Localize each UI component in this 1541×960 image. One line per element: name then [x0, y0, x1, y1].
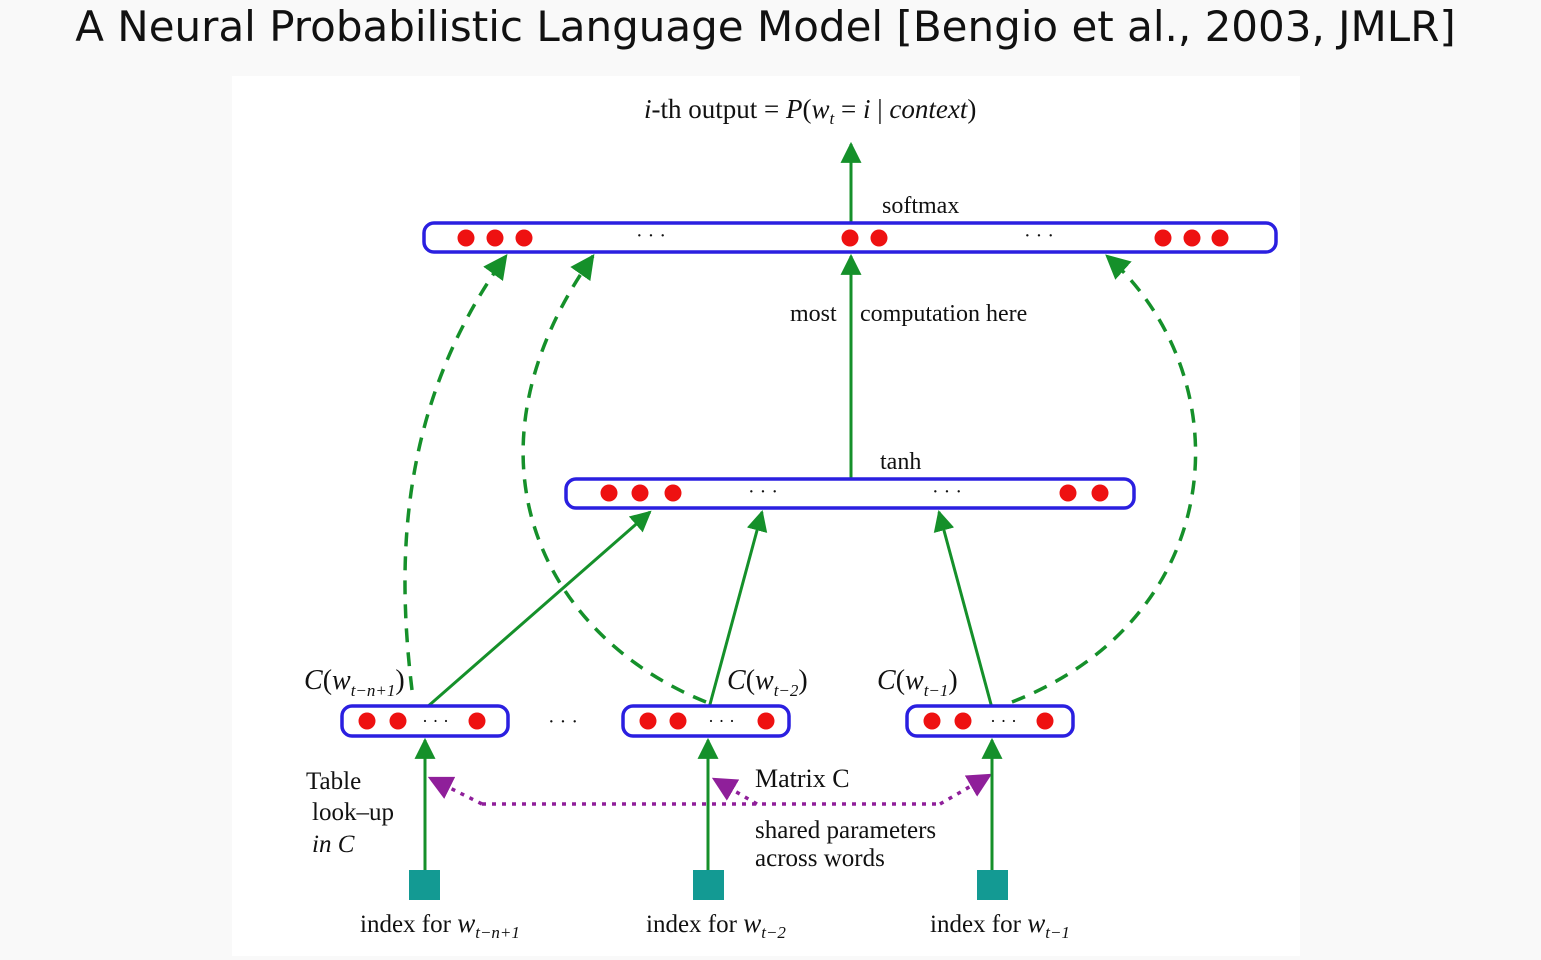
embedding-label-2: C(wt−2) — [727, 665, 808, 700]
dashed-direct-connection — [403, 254, 508, 691]
most-label: most — [790, 301, 837, 327]
embedding-label-3: C(wt−1) — [877, 665, 958, 700]
shared-matrix-lines — [427, 773, 993, 806]
embedding-unit — [757, 712, 775, 730]
embedding-unit — [954, 712, 972, 730]
matrix-dotted-arrow — [711, 777, 758, 806]
tanh-unit — [631, 484, 649, 502]
embedding-ellipsis-2: · · · — [708, 711, 735, 731]
table-label-line-2: look–up — [312, 799, 394, 826]
index-label-2: index for wt−2 — [646, 908, 786, 942]
embedding-unit — [639, 712, 657, 730]
tanh-ellipsis-1: · · · — [748, 481, 778, 503]
softmax-unit — [870, 229, 888, 247]
embedding-boxes — [340, 704, 1075, 738]
tanh-unit — [1091, 484, 1109, 502]
index-square-1 — [409, 870, 440, 900]
output-label: i-th output = P(wt = i | context) — [644, 94, 976, 128]
embedding-box-3 — [905, 704, 1075, 738]
between-embeddings-ellipsis: · · · — [548, 711, 578, 733]
embedding-to-hidden-arrows — [425, 509, 994, 710]
dashed-direct-connection — [521, 253, 707, 704]
arrow-embedding-to-tanh — [933, 509, 994, 709]
tanh-label: tanh — [880, 449, 921, 475]
softmax-ellipsis-1: · · · — [636, 225, 666, 247]
tanh-unit — [600, 484, 618, 502]
dashed-direct-connection — [1011, 254, 1198, 704]
matrix-label: Matrix C — [755, 764, 850, 793]
softmax-ellipsis-2: · · · — [1024, 225, 1054, 247]
embedding-box-2 — [621, 704, 791, 738]
table-label-line-1: Table — [306, 768, 361, 795]
embedding-ellipsis-3: · · · — [990, 711, 1017, 731]
arrow-embedding-to-tanh — [425, 510, 652, 710]
softmax-unit — [457, 229, 475, 247]
embedding-label-1: C(wt−n+1) — [304, 665, 405, 700]
embedding-unit — [1036, 712, 1054, 730]
shared-params-line-2: across words — [755, 845, 885, 872]
index-square-3 — [977, 870, 1008, 900]
softmax-unit — [1183, 229, 1201, 247]
embedding-unit — [923, 712, 941, 730]
diagram-svg: i-th output = P(wt = i | context) softma… — [304, 94, 1278, 942]
slide-title: A Neural Probabilistic Language Model [B… — [75, 2, 1456, 51]
diagram-figure: i-th output = P(wt = i | context) softma… — [232, 76, 1300, 956]
softmax-unit — [515, 229, 533, 247]
index-label-3: index for wt−1 — [930, 908, 1070, 942]
softmax-unit — [1154, 229, 1172, 247]
shared-params-line-1: shared parameters — [755, 817, 936, 844]
tanh-units — [600, 484, 1109, 502]
matrix-dotted-arrow — [939, 773, 993, 806]
softmax-units — [457, 229, 1229, 247]
index-to-embedding-arrows — [414, 737, 1003, 872]
embedding-box-1 — [340, 704, 510, 738]
softmax-unit — [486, 229, 504, 247]
embedding-ellipsis-1: · · · — [422, 711, 449, 731]
embedding-unit — [389, 712, 407, 730]
tanh-unit — [664, 484, 682, 502]
embedding-unit — [358, 712, 376, 730]
direct-connections — [403, 253, 1198, 704]
softmax-unit — [1211, 229, 1229, 247]
computation-label: computation here — [860, 301, 1027, 327]
table-label-line-3: in C — [312, 831, 355, 858]
embedding-units — [358, 712, 1054, 730]
matrix-dotted-arrow — [427, 776, 483, 806]
index-square-2 — [693, 870, 724, 900]
softmax-label: softmax — [882, 193, 959, 219]
tanh-ellipsis-2: · · · — [932, 481, 962, 503]
index-label-1: index for wt−n+1 — [360, 908, 520, 942]
embedding-unit — [669, 712, 687, 730]
index-inputs — [409, 870, 1008, 900]
arrow-embedding-to-tanh — [707, 509, 768, 709]
embedding-unit — [468, 712, 486, 730]
tanh-unit — [1059, 484, 1077, 502]
tanh-layer-box — [564, 477, 1136, 510]
softmax-unit — [841, 229, 859, 247]
